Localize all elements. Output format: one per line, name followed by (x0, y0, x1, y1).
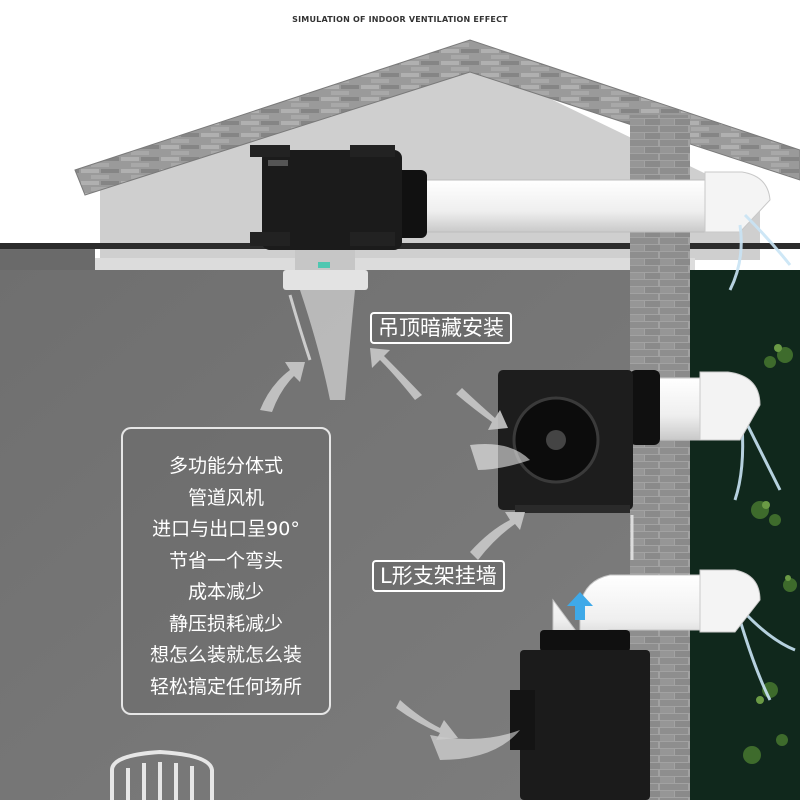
feature-line: 轻松搞定任何场所 (149, 675, 302, 698)
ceiling-mount-label: 吊顶暗藏安装 (370, 312, 512, 344)
feature-line: 多功能分体式 (168, 455, 283, 477)
feature-line: 想怎么装就怎么装 (149, 644, 302, 666)
feature-list: 多功能分体式 管道风机 进口与出口呈90° 节省一个弯头 成本减少 静压损耗减少… (123, 429, 329, 703)
feature-list-box: 多功能分体式 管道风机 进口与出口呈90° 节省一个弯头 成本减少 静压损耗减少… (121, 427, 331, 715)
feature-line: 成本减少 (187, 581, 264, 603)
ceiling-mount-text: 吊顶暗藏安装 (378, 316, 504, 340)
header-bar: SIMULATION OF INDOOR VENTILATION EFFECT (0, 0, 800, 40)
wall-mount-text: L形支架挂墙 (380, 564, 497, 588)
page-title: SIMULATION OF INDOOR VENTILATION EFFECT (292, 15, 508, 24)
feature-line: 静压损耗减少 (168, 612, 283, 635)
wall-mount-label: L形支架挂墙 (372, 560, 505, 592)
feature-line: 节省一个弯头 (168, 549, 283, 572)
feature-line: 管道风机 (187, 486, 264, 509)
feature-line: 进口与出口呈90° (152, 518, 300, 540)
